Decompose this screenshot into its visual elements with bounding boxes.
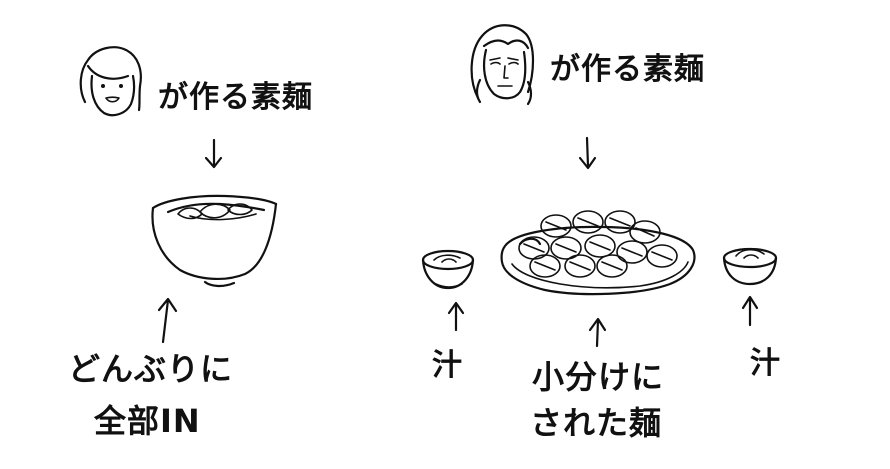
woman-face-icon	[470, 24, 535, 106]
left-caption-line1: どんぶりに	[68, 350, 234, 388]
right-heading: が作る素麺	[550, 52, 705, 87]
bowl-icon	[151, 194, 278, 288]
smiling-face-icon	[79, 46, 142, 117]
left-caption-line2: 全部IN	[94, 402, 201, 440]
soup-left-label: 汁	[432, 348, 463, 383]
up-arrow-icon	[447, 301, 465, 332]
up-arrow-icon	[588, 317, 607, 348]
up-arrow-icon	[157, 297, 178, 344]
noodle-bundles	[518, 210, 678, 278]
soup-cup-icon	[722, 247, 778, 286]
down-arrow-icon	[578, 136, 597, 170]
platter-icon	[500, 210, 696, 296]
soup-right-label: 汁	[750, 346, 781, 381]
up-arrow-icon	[741, 295, 759, 327]
center-caption-line1: 小分けに	[532, 358, 665, 396]
down-arrow-icon	[204, 138, 223, 169]
soup-cup-icon	[421, 249, 475, 290]
left-heading: が作る素麺	[158, 80, 313, 115]
center-caption-line2: された麺	[530, 404, 663, 442]
